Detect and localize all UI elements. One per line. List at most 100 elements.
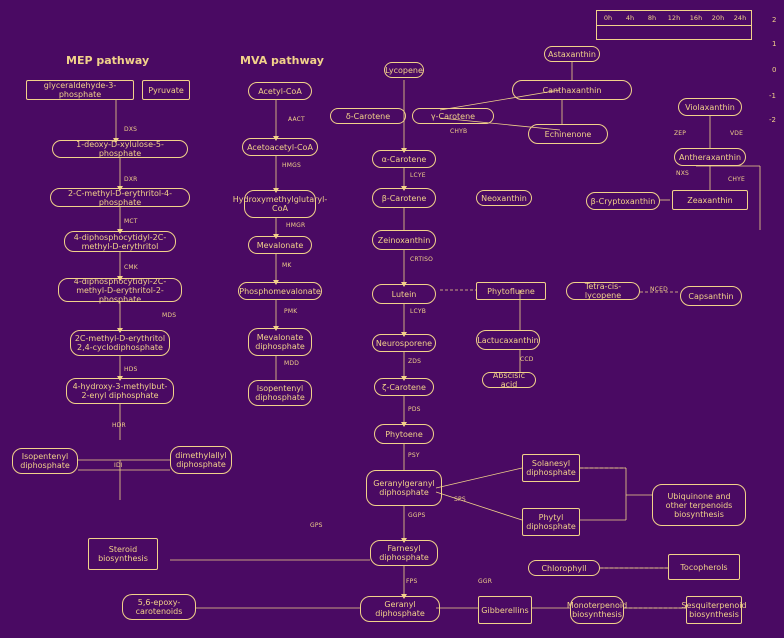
enzyme-label: DXS [124,126,138,133]
node-neurosporene[interactable]: Neurosporene [372,334,436,352]
legend-value: -2 [769,116,776,124]
node-ubiquinone-bio[interactable]: Ubiquinone and other terpenoids biosynth… [652,484,746,526]
enzyme-label: HMGR [286,222,306,229]
node-dxp[interactable]: 1-deoxy-D-xylulose-5-phosphate [52,140,188,158]
node-sesquiterpenoid-bio[interactable]: Sesquiterpenoid biosynthesis [681,596,747,624]
node-pyruvate[interactable]: Pyruvate [142,80,190,100]
enzyme-label: CRTISO [410,256,434,263]
legend-value: 1 [772,40,777,48]
enzyme-label: ZEP [674,130,687,137]
node-canthaxanthin[interactable]: Canthaxanthin [512,80,632,100]
node-mva-ipp[interactable]: Isopentenyl diphosphate [248,380,312,406]
node-acetoacetyl-coa[interactable]: Acetoacetyl-CoA [242,138,318,156]
node-lycopene-top[interactable]: Lycopene [384,62,424,78]
node-acetyl-coa[interactable]: Acetyl-CoA [248,82,312,100]
enzyme-label: IDI [114,462,123,469]
node-solanesyl-dp[interactable]: Solanesyl diphosphate [522,454,580,482]
legend-value: 2 [772,16,777,24]
node-hmg-coa[interactable]: Hydroxymethylglutaryl-CoA [233,190,327,218]
legend-value: -1 [769,92,776,100]
node-tocopherols[interactable]: Tocopherols [668,554,740,580]
node-echinenone[interactable]: Echinenone [528,124,608,144]
enzyme-label: LCYB [410,308,427,315]
mep-title: MEP pathway [66,54,150,67]
node-bcryptoxanthin[interactable]: β-Cryptoxanthin [586,192,660,210]
enzyme-label: PDS [408,406,421,413]
enzyme-label: MK [282,262,292,269]
enzyme-label: HMGS [282,162,301,169]
node-mecpp[interactable]: 2C-methyl-D-erythritol 2,4-cyclodiphosph… [70,330,170,356]
scale-label: 12h [667,14,681,22]
node-zeaxanthin[interactable]: Zeaxanthin [672,190,748,210]
mva-title: MVA pathway [240,54,324,67]
node-ggpp[interactable]: Geranylgeranyl diphosphate [366,470,442,506]
scale-label: 0h [603,14,613,22]
node-phytoene[interactable]: Phytoene [374,424,434,444]
node-mvpp[interactable]: Mevalonate diphosphate [248,328,312,356]
enzyme-label: MCT [124,218,138,225]
node-steroid-bio[interactable]: Steroid biosynthesis [88,538,158,570]
node-zcarotene[interactable]: ζ-Carotene [374,378,434,396]
node-astaxanthin[interactable]: Astaxanthin [544,46,600,62]
enzyme-label: PMK [284,308,298,315]
node-dihydroxy[interactable]: 5,6-epoxy-carotenoids [122,594,196,620]
enzyme-label: PSY [408,452,420,459]
node-capsanthin[interactable]: Capsanthin [680,286,742,306]
node-mevalonate[interactable]: Mevalonate [248,236,312,254]
node-neoxanthin[interactable]: Neoxanthin [476,190,532,206]
legend-value: 0 [772,66,777,74]
node-phytofluene[interactable]: Phytofluene [476,282,546,300]
node-dmapp[interactable]: dimethylallyl diphosphate [170,446,232,474]
time-scale: 0h 4h 8h 12h 16h 20h 24h [596,10,752,40]
node-tetra-cis-lycopene[interactable]: Tetra-cis-lycopene [566,282,640,300]
node-cdp-mep[interactable]: 4-diphosphocytidyl-2C-methyl-D-erythrito… [58,277,182,304]
enzyme-label: HDR [112,422,126,429]
enzyme-label: HDS [124,366,138,373]
enzyme-label: MDS [162,312,177,319]
node-fpp[interactable]: Farnesyl diphosphate [370,540,438,566]
node-antheraxanthin[interactable]: Antheraxanthin [674,148,746,166]
scale-label: 16h [689,14,703,22]
node-cdp-me[interactable]: 4-diphosphocytidyl-2C-methyl-D-erythrito… [64,231,176,252]
node-violaxanthin[interactable]: Violaxanthin [678,98,742,116]
enzyme-label: LCYE [410,172,426,179]
enzyme-label: VDE [730,130,744,137]
node-dcarotene[interactable]: δ-Carotene [330,108,406,124]
enzyme-label: SPS [454,496,466,503]
enzyme-label: FPS [406,578,418,585]
enzyme-label: DXR [124,176,138,183]
enzyme-label: GGR [478,578,493,585]
node-phytyl-dp[interactable]: Phytyl diphosphate [522,508,580,536]
node-gibberellins[interactable]: Gibberellins [478,596,532,624]
scale-label: 4h [625,14,635,22]
node-mep-ipp[interactable]: Isopentenyl diphosphate [12,448,78,474]
enzyme-label: CHYB [450,128,468,135]
node-abscisic-acid[interactable]: Abscisic acid [482,371,536,389]
enzyme-label: CCD [520,356,534,363]
node-lutein[interactable]: Lutein [372,284,436,304]
node-monoterpenoid-bio[interactable]: Monoterpenoid biosynthesis [567,596,627,624]
node-acarotene[interactable]: α-Carotene [372,150,436,168]
enzyme-label: ZDS [408,358,422,365]
node-zeinoxanthin[interactable]: Zeinoxanthin [372,230,436,250]
node-mep[interactable]: 2-C-methyl-D-erythritol-4-phosphate [50,188,190,207]
node-bcarotene[interactable]: β-Carotene [372,188,436,208]
enzyme-label: MDD [284,360,300,367]
node-gcarotene[interactable]: γ-Carotene [412,108,494,124]
node-g3p[interactable]: glyceraldehyde-3-phosphate [26,80,134,100]
scale-label: 24h [733,14,747,22]
enzyme-label: CMK [124,264,138,271]
node-chlorophyll[interactable]: Chlorophyll [528,560,600,576]
node-phosphomevalonate[interactable]: Phosphomevalonate [238,282,322,300]
enzyme-label: CHYE [728,176,745,183]
enzyme-label: GPS [310,522,323,529]
node-hmbpp[interactable]: 4-hydroxy-3-methylbut-2-enyl diphosphate [66,378,174,404]
node-gpp[interactable]: Geranyl diphosphate [360,596,440,622]
enzyme-label: AACT [288,116,305,123]
scale-label: 20h [711,14,725,22]
node-lactucaxanthin[interactable]: Lactucaxanthin [476,330,540,350]
scale-label: 8h [647,14,657,22]
enzyme-label: NXS [676,170,690,177]
